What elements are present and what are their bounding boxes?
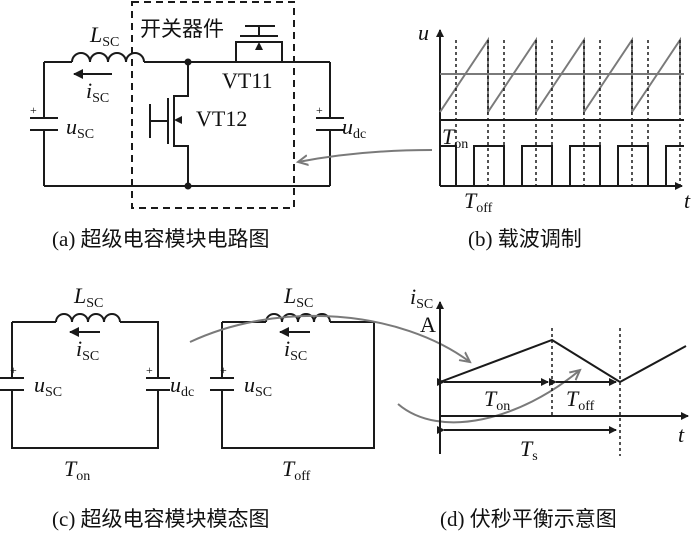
panel-d-volt-second: iSC A t Ton Toff Ts	[410, 284, 689, 464]
svg-text:uSC: uSC	[66, 114, 94, 142]
svg-text:+: +	[146, 363, 153, 377]
pwm-pulses	[440, 145, 684, 186]
svg-text:+: +	[30, 103, 37, 117]
svg-text:Ts: Ts	[520, 436, 538, 464]
panel-c-right-toff: + LSC iSC uSC Toff	[210, 283, 375, 484]
panel-b-carrier: u t Ton Toff	[418, 20, 691, 216]
panel-c-left-ton: + + LSC iSC uSC udc Ton	[0, 283, 194, 484]
caption-a: (a) 超级电容模块电路图	[52, 227, 270, 251]
svg-text:u: u	[418, 20, 429, 45]
vt11-label: VT11	[222, 68, 273, 93]
svg-text:Ton: Ton	[442, 124, 468, 152]
caption-d: (d) 伏秒平衡示意图	[440, 507, 617, 531]
svg-text:iSC: iSC	[284, 336, 307, 364]
svg-text:udc: udc	[342, 114, 366, 142]
svg-text:t: t	[678, 422, 685, 447]
sawtooth-carrier	[439, 36, 681, 116]
svg-text:A: A	[420, 312, 436, 337]
svg-text:Toff: Toff	[282, 456, 311, 484]
caption-b: (b) 载波调制	[468, 227, 582, 251]
svg-text:LSC: LSC	[89, 22, 119, 50]
switch-vt11	[235, 25, 283, 62]
panel-a-circuit: + + L	[30, 1, 366, 209]
current-waveform	[439, 338, 687, 384]
svg-text:iSC: iSC	[86, 78, 109, 106]
svg-text:+: +	[10, 363, 17, 377]
caption-c: (c) 超级电容模块模态图	[52, 507, 270, 531]
svg-text:Toff: Toff	[566, 386, 595, 414]
svg-text:udc: udc	[170, 372, 194, 400]
svg-text:Ton: Ton	[484, 386, 510, 414]
vt12-label: VT12	[196, 106, 247, 131]
switch-box-label: 开关器件	[140, 17, 224, 41]
svg-text:t: t	[684, 188, 691, 213]
svg-text:LSC: LSC	[283, 283, 313, 311]
link-arrow-toff	[397, 370, 580, 424]
svg-text:Toff: Toff	[464, 188, 493, 216]
svg-text:uSC: uSC	[244, 372, 272, 400]
svg-text:iSC: iSC	[410, 284, 433, 312]
switch-vt12	[149, 62, 189, 186]
svg-text:+: +	[316, 103, 323, 117]
link-arrow-b-to-a	[298, 149, 433, 162]
svg-text:+: +	[220, 363, 227, 377]
svg-text:iSC: iSC	[76, 336, 99, 364]
svg-text:Ton: Ton	[64, 456, 90, 484]
svg-text:LSC: LSC	[73, 283, 103, 311]
switch-device-box	[131, 1, 295, 209]
svg-text:uSC: uSC	[34, 372, 62, 400]
inductor-coil	[71, 52, 145, 63]
